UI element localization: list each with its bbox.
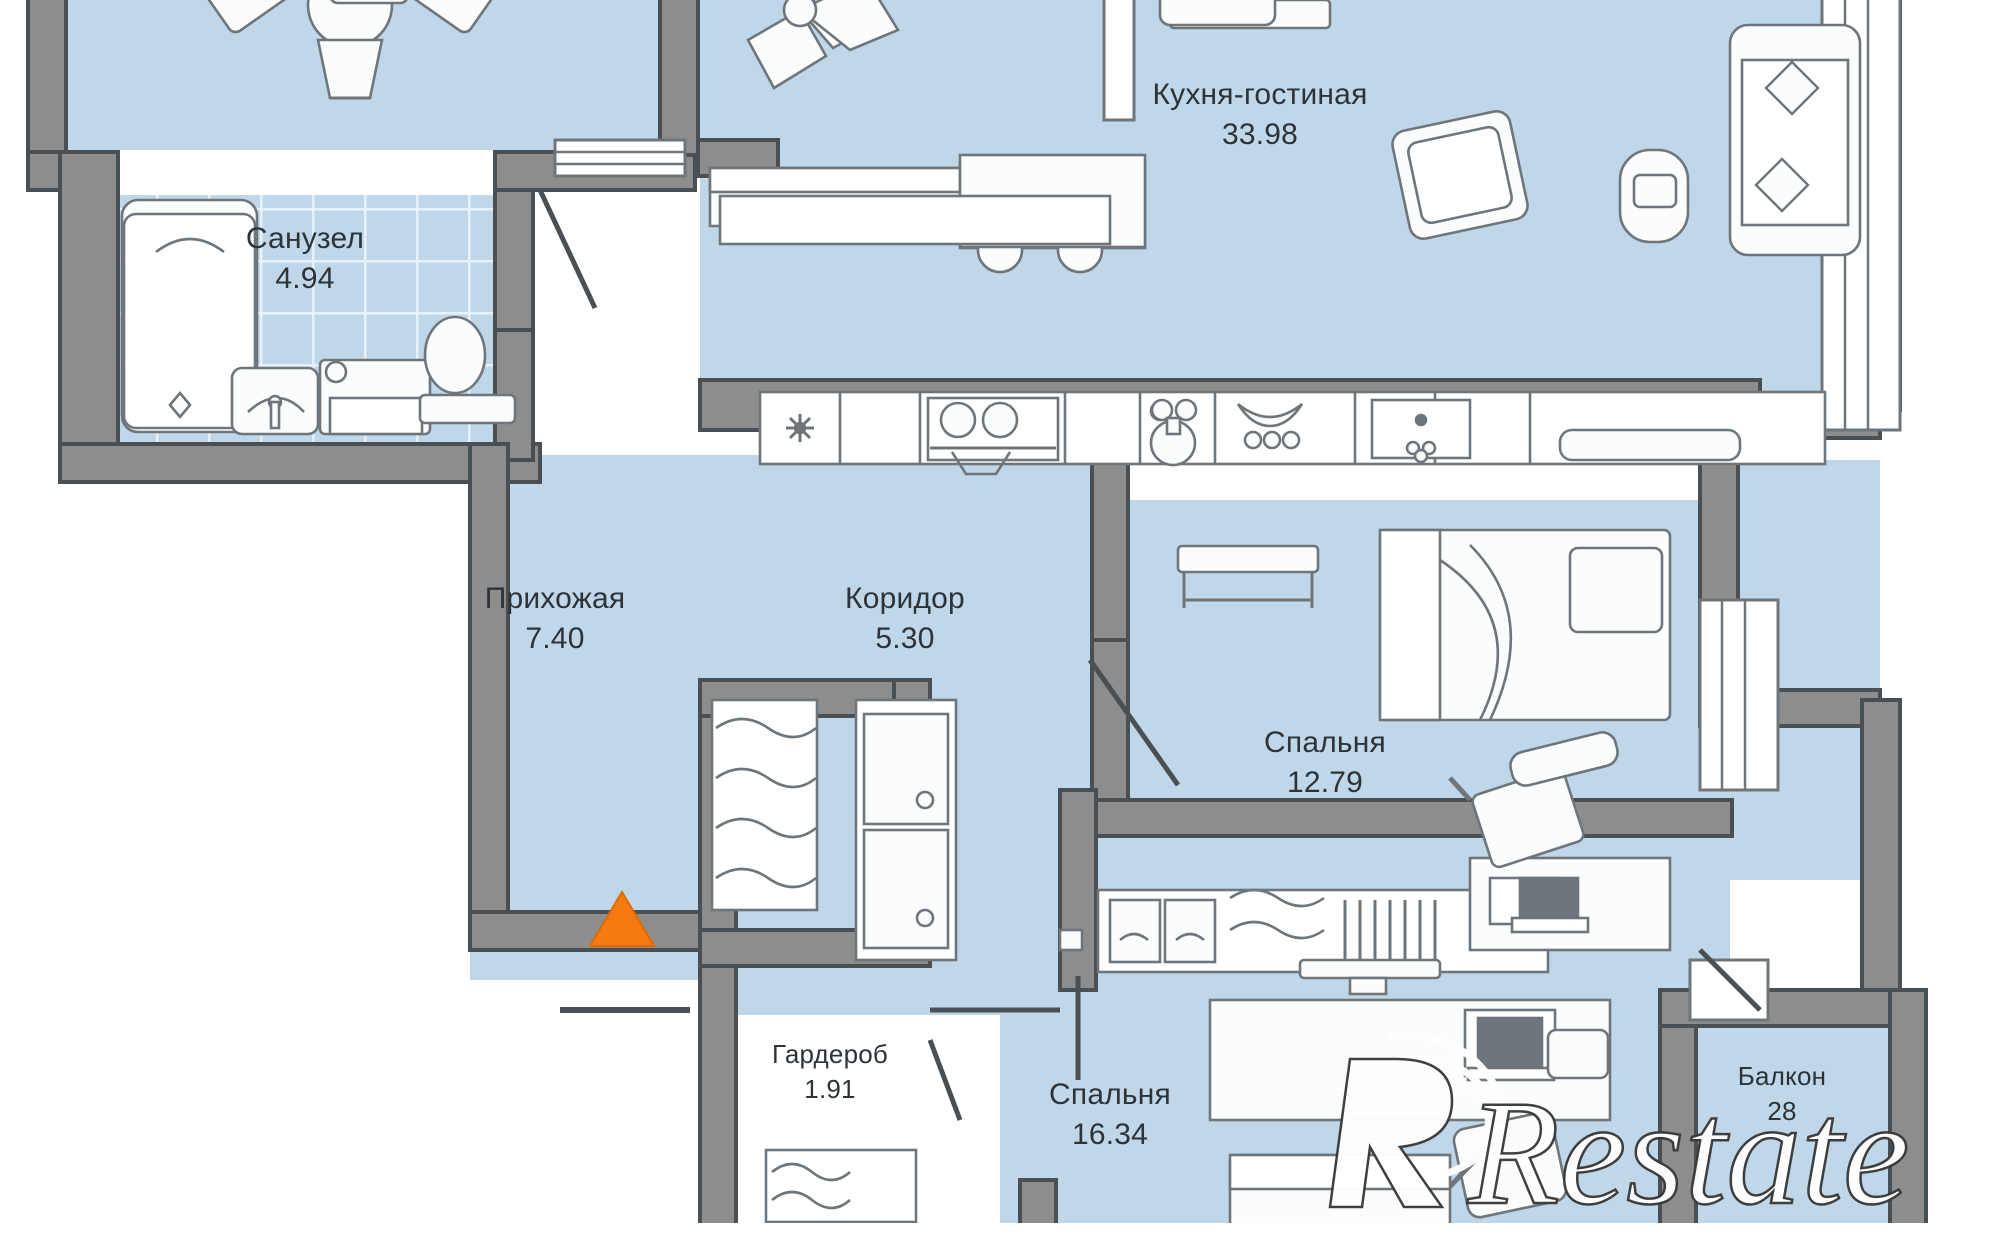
bathroom-sink	[230, 366, 320, 436]
washing-machine	[318, 358, 432, 436]
stove-icon	[786, 414, 814, 442]
dishwasher-icon	[1370, 398, 1472, 464]
armchair-2	[1158, 0, 1277, 27]
bed-small-bedroom	[1378, 528, 1672, 722]
hood-icon	[1236, 402, 1304, 450]
wardrobe-hangers	[764, 1148, 918, 1223]
kitchen-island	[718, 153, 1147, 249]
console-table	[1176, 544, 1320, 608]
kitchen-sink-icon	[1149, 398, 1198, 467]
coffee-table	[1618, 148, 1690, 244]
bed-large-bedroom	[1228, 1153, 1452, 1223]
doors	[537, 188, 1762, 1121]
desk-upper	[1468, 856, 1672, 952]
furniture	[120, 0, 1862, 1223]
desk-lamp	[1448, 731, 1619, 869]
desk-lower	[1208, 998, 1612, 1122]
bathtub	[120, 198, 259, 434]
monitor	[1298, 958, 1442, 996]
kitchen-appliance-row	[758, 390, 1827, 476]
oven-icon	[926, 396, 1060, 476]
closet-hangers-1	[710, 698, 819, 912]
toilet	[418, 315, 517, 425]
plant-decor	[746, 0, 900, 90]
entrance-marker	[588, 890, 656, 947]
closet-shelves	[854, 698, 958, 962]
dining-set	[202, 0, 498, 100]
armchair-1	[1391, 110, 1529, 240]
sofa	[1728, 23, 1862, 257]
